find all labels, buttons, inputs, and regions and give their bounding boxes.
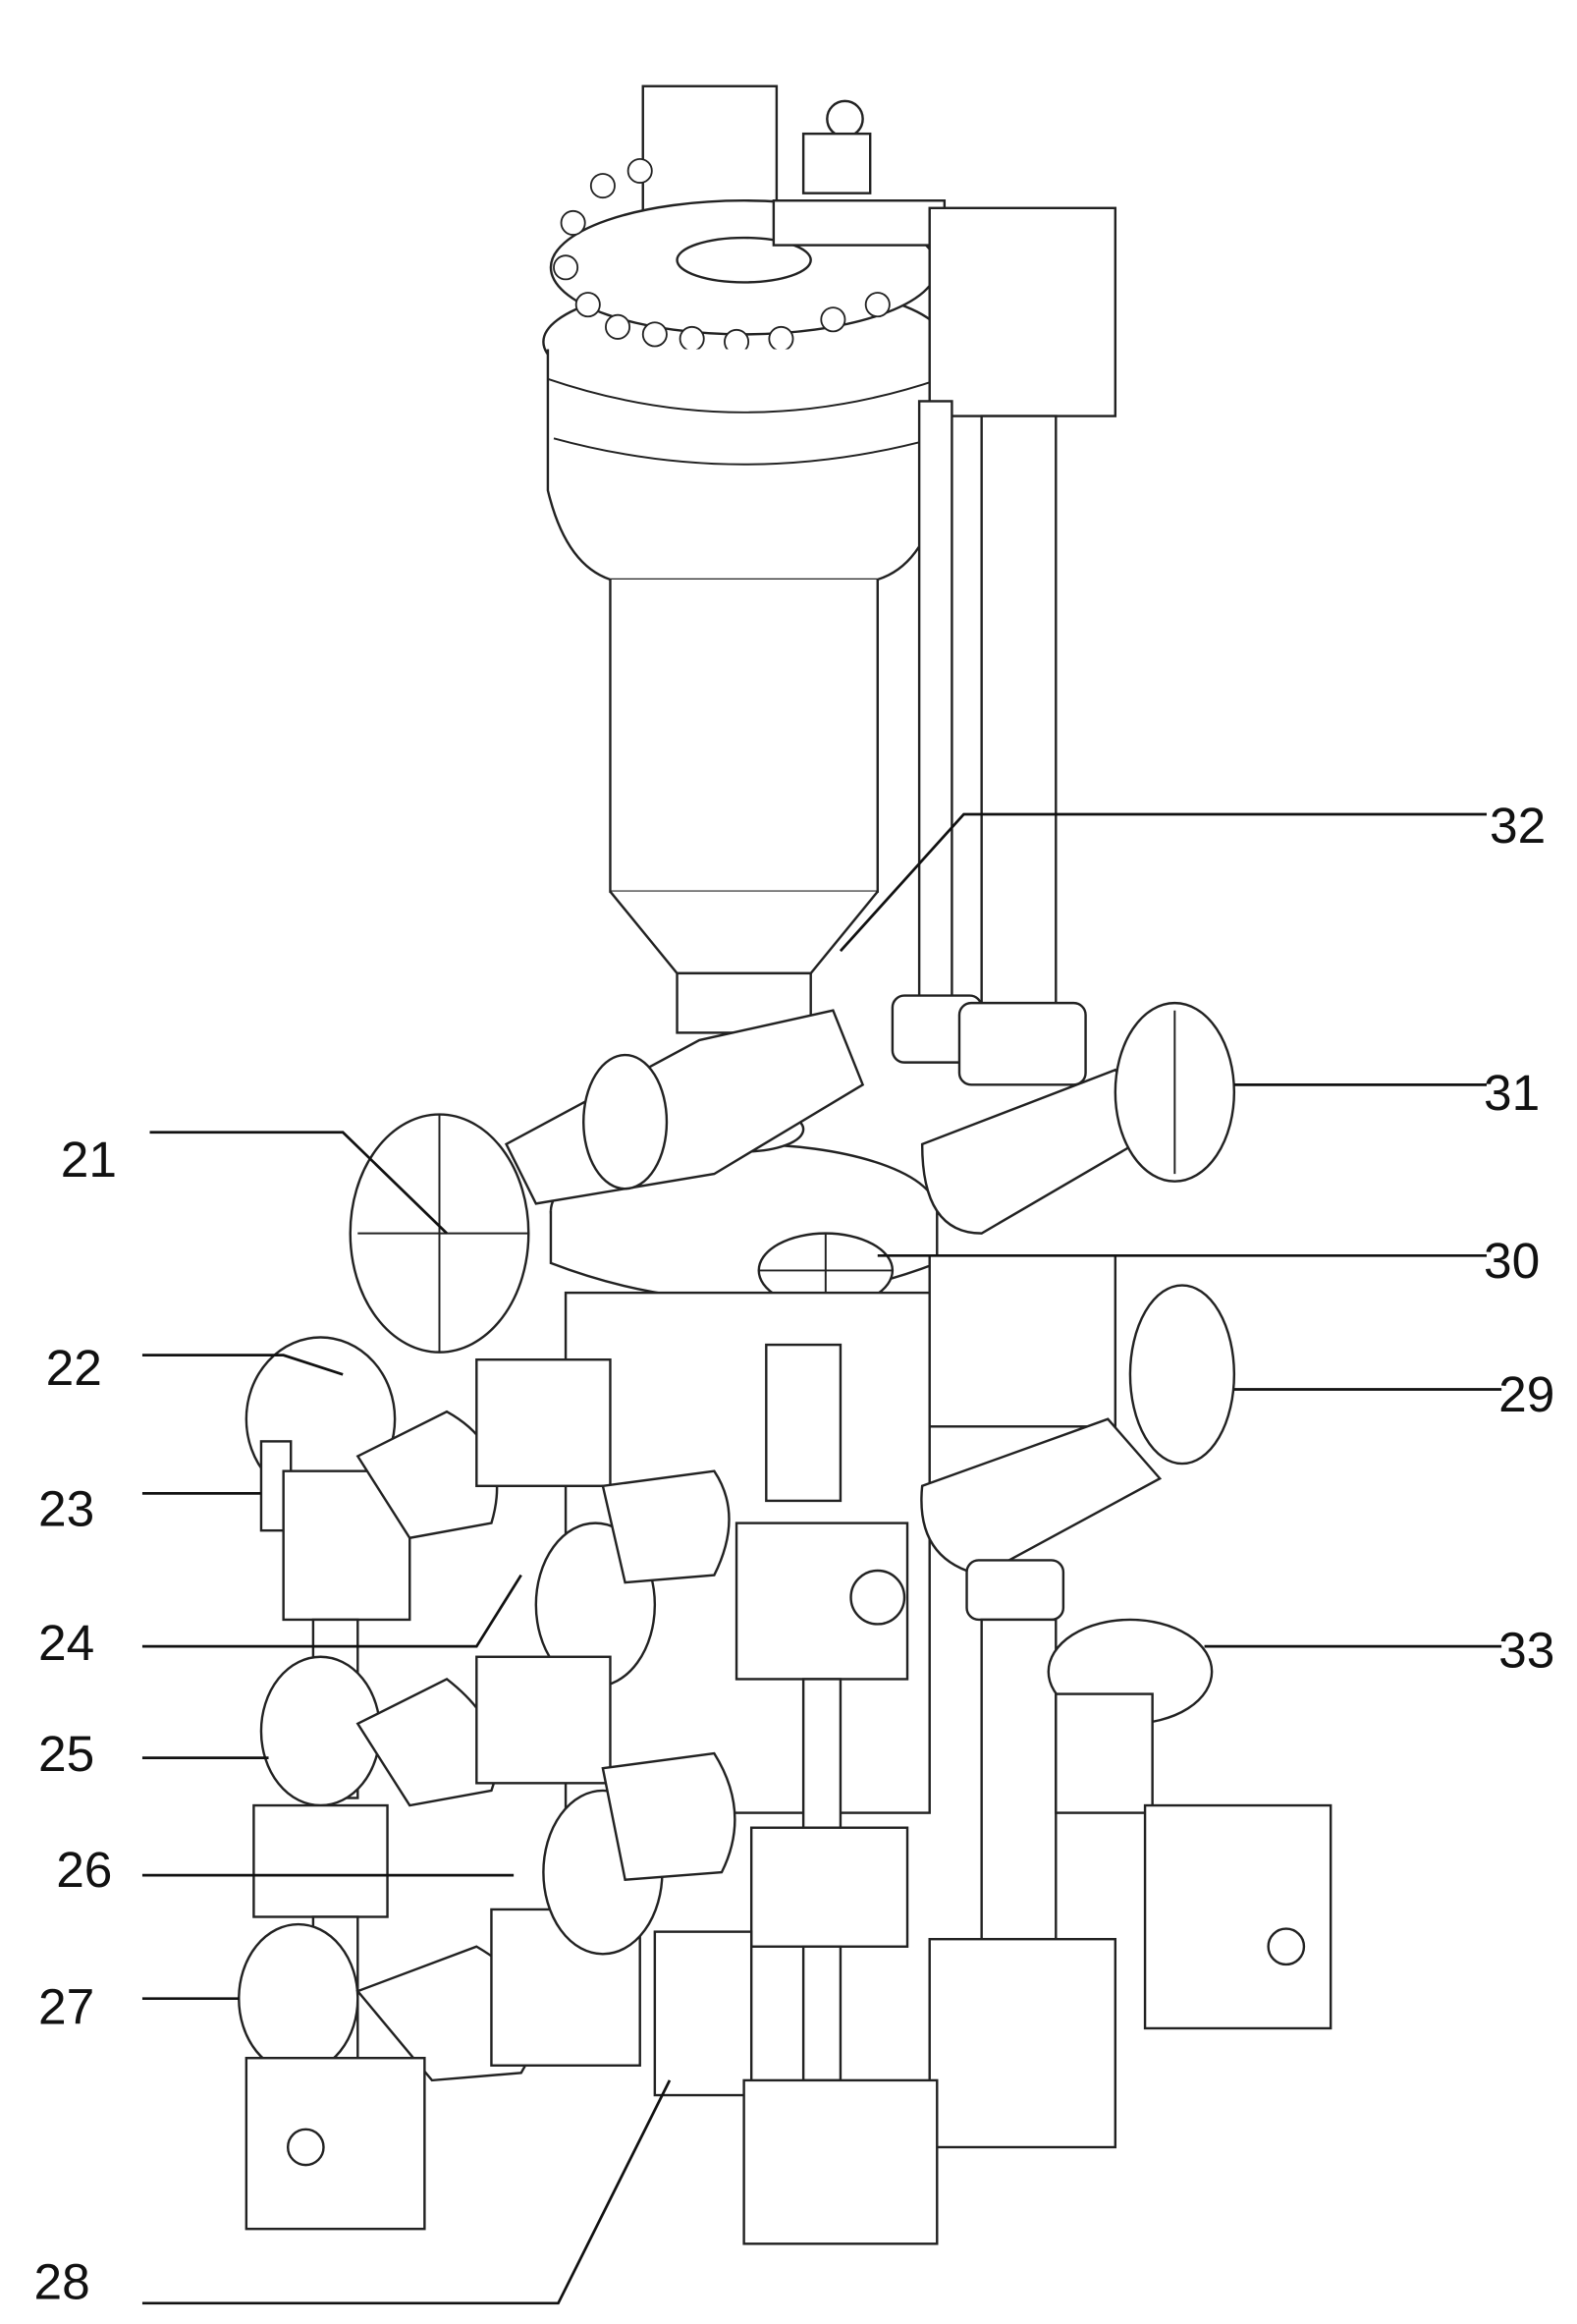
leader-lines (141, 812, 1502, 2305)
label-23: 23 (38, 1480, 94, 1537)
label-28: 28 (34, 2252, 90, 2309)
label-22: 22 (46, 1339, 102, 1396)
label-27: 27 (38, 1977, 94, 2034)
label-26: 26 (56, 1841, 112, 1898)
label-24: 24 (38, 1614, 94, 1671)
label-25: 25 (38, 1725, 94, 1782)
label-29: 29 (1498, 1365, 1554, 1422)
label-21: 21 (61, 1131, 117, 1188)
label-31: 31 (1484, 1064, 1540, 1121)
equipment-drawing (238, 84, 1332, 2245)
flange-bolts (553, 157, 891, 355)
label-30: 30 (1484, 1232, 1540, 1289)
reference-labels: 21 22 23 24 25 26 27 28 29 30 31 32 33 (34, 797, 1555, 2310)
label-32: 32 (1490, 797, 1546, 854)
label-33: 33 (1498, 1621, 1554, 1678)
